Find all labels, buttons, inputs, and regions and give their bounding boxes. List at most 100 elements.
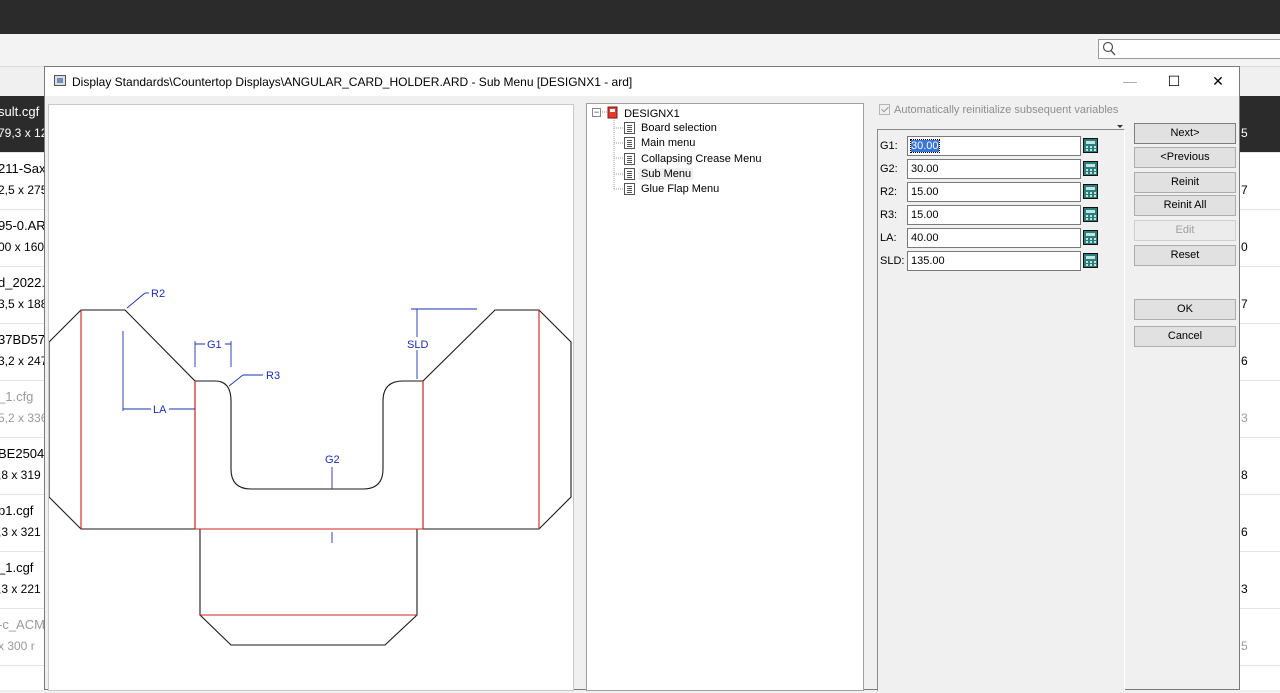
variable-value-input[interactable]: 15.00 <box>907 205 1081 225</box>
dim-label-g2: G2 <box>325 454 340 466</box>
variable-label: LA: <box>880 232 897 244</box>
close-button[interactable]: ✕ <box>1212 73 1224 89</box>
file-list-item-count[interactable]: 5 <box>1240 96 1280 153</box>
file-list-item-count[interactable]: 6 <box>1240 495 1280 552</box>
file-list-item[interactable]: _1.cgf ,3 x 221 <box>0 552 46 609</box>
tree-lines <box>600 111 624 190</box>
card-holder-drawing: R2 G1 R3 SLD LA G2 <box>48 286 572 646</box>
file-list-item-count[interactable]: 8 <box>1240 438 1280 495</box>
dropdown-arrow-icon[interactable] <box>1117 125 1123 128</box>
reinit-button[interactable]: Reinit <box>1134 172 1236 193</box>
dialog-titlebar[interactable]: Display Standards\Countertop Displays\AN… <box>45 67 1239 96</box>
variable-value-input[interactable]: 40.00 <box>907 228 1081 248</box>
calculator-icon[interactable] <box>1083 138 1098 153</box>
next-button[interactable]: Next> <box>1134 123 1236 144</box>
file-list-item[interactable]: 211-Saxo2,5 x 275 <box>0 153 46 210</box>
file-name: 37BD57 <box>0 332 45 347</box>
tree-item-label: Sub Menu <box>639 167 694 180</box>
variable-value-input[interactable]: 30.00 <box>907 136 1081 156</box>
file-list-item[interactable]: d_2022.c 3,5 x 188 <box>0 267 46 324</box>
variable-value-input[interactable]: 15.00 <box>907 182 1081 202</box>
checkbox-check-icon <box>879 103 890 115</box>
calculator-icon[interactable] <box>1083 184 1098 199</box>
reset-button[interactable]: Reset <box>1134 245 1236 266</box>
file-list-item[interactable]: BE25042 ,8 x 319 <box>0 438 46 495</box>
auto-reinit-label: Automatically reinitialize subsequent va… <box>894 104 1119 116</box>
minimize-button[interactable]: — <box>1123 73 1137 89</box>
tree-item-label: Main menu <box>641 137 696 150</box>
outer-cut-line <box>48 309 196 530</box>
dialog-title: Display Standards\Countertop Displays\AN… <box>72 75 633 89</box>
calculator-icon[interactable] <box>1083 230 1098 245</box>
top-bar <box>0 0 1280 34</box>
file-name: BE25042 <box>0 446 46 461</box>
calculator-icon[interactable] <box>1083 207 1098 222</box>
file-size: ,3 x 221 <box>0 582 41 596</box>
ok-button[interactable]: OK <box>1134 299 1236 320</box>
file-name: p1.cgf <box>0 503 34 518</box>
search-input[interactable] <box>1098 39 1280 59</box>
file-count: 5 <box>1241 639 1248 653</box>
menu-page-icon <box>624 183 635 196</box>
auto-reinit-checkbox[interactable]: Automatically reinitialize subsequent va… <box>879 103 1118 117</box>
tree-item[interactable]: Board selection <box>624 121 719 135</box>
window-icon <box>54 75 66 86</box>
file-size: 5,2 x 336 <box>0 411 46 425</box>
file-list-item-count[interactable]: 0 <box>1240 210 1280 267</box>
cancel-button[interactable]: Cancel <box>1134 326 1236 347</box>
file-name: 95-0.ARD <box>0 218 46 233</box>
file-count: 7 <box>1241 183 1248 197</box>
calculator-icon[interactable] <box>1083 161 1098 176</box>
edit-button[interactable]: Edit <box>1134 220 1236 241</box>
tree-root-label: DESIGNX1 <box>624 108 680 120</box>
variable-value: 135.00 <box>911 255 945 267</box>
toolbar <box>0 34 1280 67</box>
file-name: _1.cgf <box>0 560 34 575</box>
file-list-item-count[interactable]: 3 <box>1240 381 1280 438</box>
variable-label: R3: <box>880 209 898 221</box>
tree-item[interactable]: Main menu <box>624 136 697 150</box>
file-size: ,8 x 319 <box>0 468 41 482</box>
file-list-item-count[interactable]: 5 <box>1240 609 1280 666</box>
design-preview-canvas[interactable]: R2 G1 R3 SLD LA G2 <box>48 104 574 691</box>
bottom-tab-cut-line <box>199 529 418 646</box>
tree-item-label: Collapsing Crease Menu <box>641 152 762 165</box>
tree-root-designx1[interactable]: DESIGNX1 <box>607 106 682 120</box>
file-list-item-count[interactable]: 6 <box>1240 324 1280 381</box>
file-count: 3 <box>1241 582 1248 596</box>
file-name: -c_ACM <box>0 617 45 632</box>
maximize-button[interactable]: ☐ <box>1167 73 1181 89</box>
design-file-icon <box>607 106 618 119</box>
file-size: 3,5 x 188 <box>0 297 46 311</box>
file-list-item[interactable]: _1.cfg 5,2 x 336 <box>0 381 46 438</box>
file-name: d_2022.c <box>0 275 46 290</box>
file-list-item[interactable]: 95-0.ARD 00 x 160 <box>0 210 46 267</box>
calculator-icon[interactable] <box>1083 253 1098 268</box>
tree-item[interactable]: Sub Menu <box>624 167 694 181</box>
variable-label: SLD: <box>880 255 905 267</box>
tree-item[interactable]: Glue Flap Menu <box>624 182 721 196</box>
file-size: 00 x 160 <box>0 240 45 254</box>
tree-root-expander[interactable]: − <box>592 107 601 117</box>
reinit-all-button[interactable]: Reinit All <box>1134 195 1236 216</box>
variable-value-input[interactable]: 30.00 <box>907 159 1081 179</box>
dim-label-g1: G1 <box>207 339 222 351</box>
file-count: 5 <box>1241 126 1248 140</box>
file-list-item[interactable]: p1.cgf,3 x 321 <box>0 495 46 552</box>
file-name: sult.cgf <box>0 104 40 119</box>
variable-value: 15.00 <box>911 186 939 198</box>
file-name: _1.cfg <box>0 389 34 404</box>
file-count: 6 <box>1241 525 1248 539</box>
variable-value-input[interactable]: 135.00 <box>907 251 1081 271</box>
file-list-item-count[interactable]: 3 <box>1240 552 1280 609</box>
tree-item[interactable]: Collapsing Crease Menu <box>624 152 763 166</box>
previous-button[interactable]: <Previous <box>1134 147 1236 168</box>
file-list-item-count[interactable]: 7 <box>1240 267 1280 324</box>
file-list-item-count[interactable]: 7 <box>1240 153 1280 210</box>
variable-value: 30.00 <box>911 163 939 175</box>
